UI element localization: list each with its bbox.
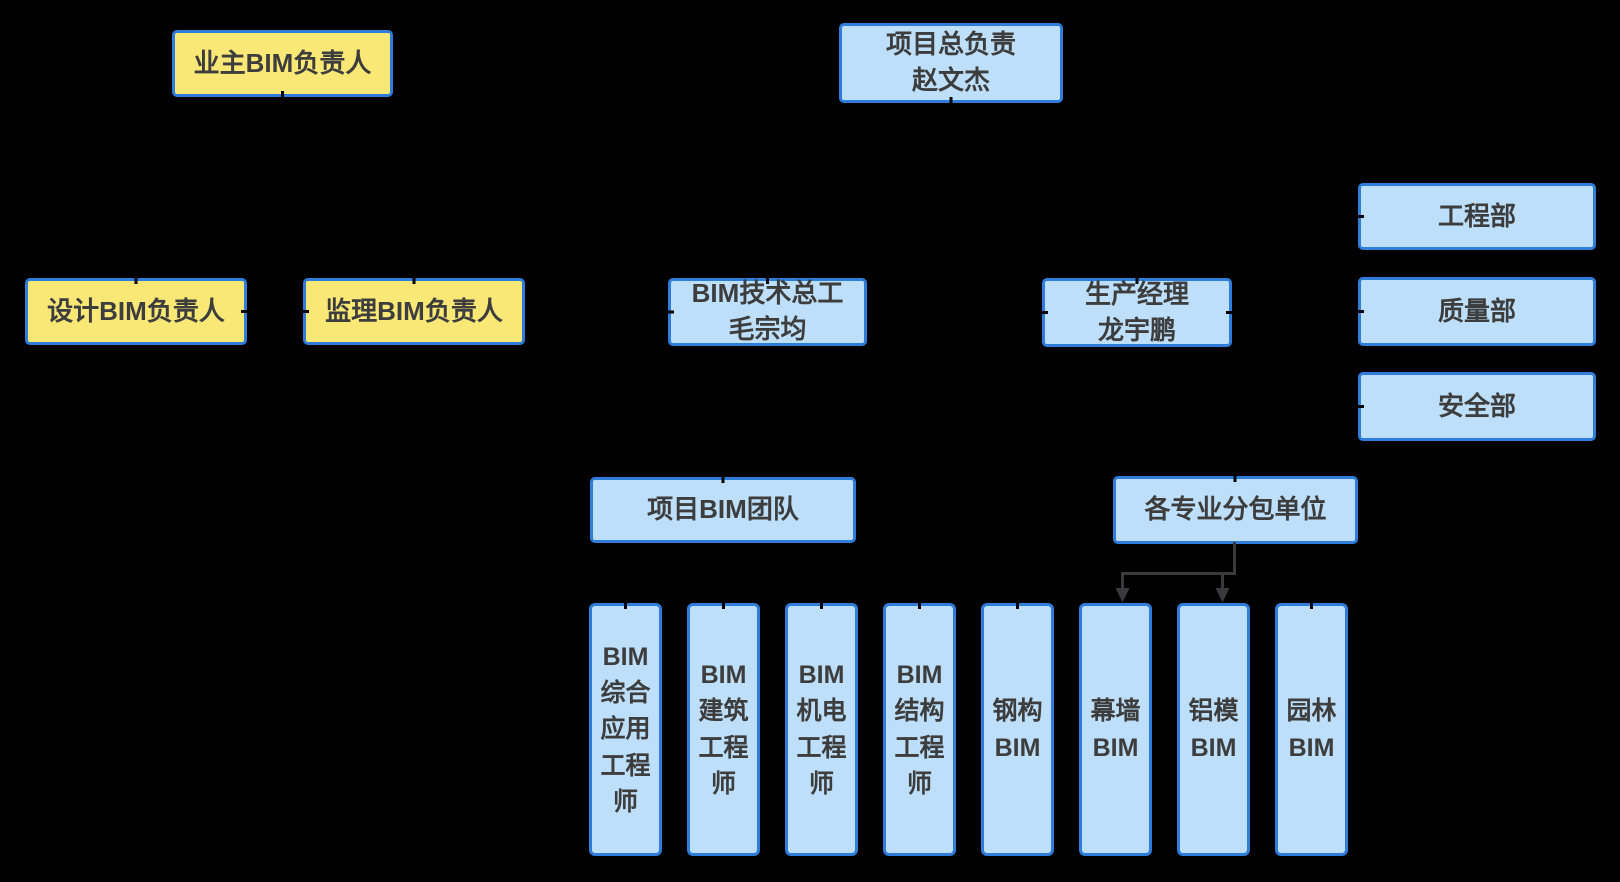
arrowhead-aluminum-formwork	[1215, 588, 1230, 603]
node-bim-chief-engineer: BIM技术总工 毛宗均	[668, 278, 867, 346]
node-supervision-bim-lead: 监理BIM负责人	[303, 278, 525, 345]
node-bim-general-app-engineer: BIM 综合 应用 工程 师	[589, 603, 662, 856]
edge-subcontractors-branch	[1121, 542, 1236, 589]
node-bim-architecture-engineer: BIM 建筑 工程 师	[687, 603, 760, 856]
node-quality-dept: 质量部	[1358, 277, 1596, 346]
node-aluminum-formwork-bim: 铝模 BIM	[1177, 603, 1250, 856]
node-owner-bim-lead: 业主BIM负责人	[172, 30, 393, 97]
node-subcontractors: 各专业分包单位	[1113, 476, 1358, 544]
node-engineering-dept: 工程部	[1358, 183, 1596, 250]
arrowhead-curtain-wall	[1115, 588, 1130, 603]
node-project-bim-team: 项目BIM团队	[590, 477, 856, 543]
node-production-manager: 生产经理 龙宇鹏	[1042, 278, 1232, 347]
node-steel-bim: 钢构 BIM	[981, 603, 1054, 856]
node-project-head: 项目总负责 赵文杰	[839, 23, 1063, 103]
node-bim-structure-engineer: BIM 结构 工程 师	[883, 603, 956, 856]
node-curtain-wall-bim: 幕墙 BIM	[1079, 603, 1152, 856]
node-landscape-bim: 园林 BIM	[1275, 603, 1348, 856]
node-safety-dept: 安全部	[1358, 372, 1596, 441]
node-design-bim-lead: 设计BIM负责人	[25, 278, 247, 345]
node-bim-mep-engineer: BIM 机电 工程 师	[785, 603, 858, 856]
